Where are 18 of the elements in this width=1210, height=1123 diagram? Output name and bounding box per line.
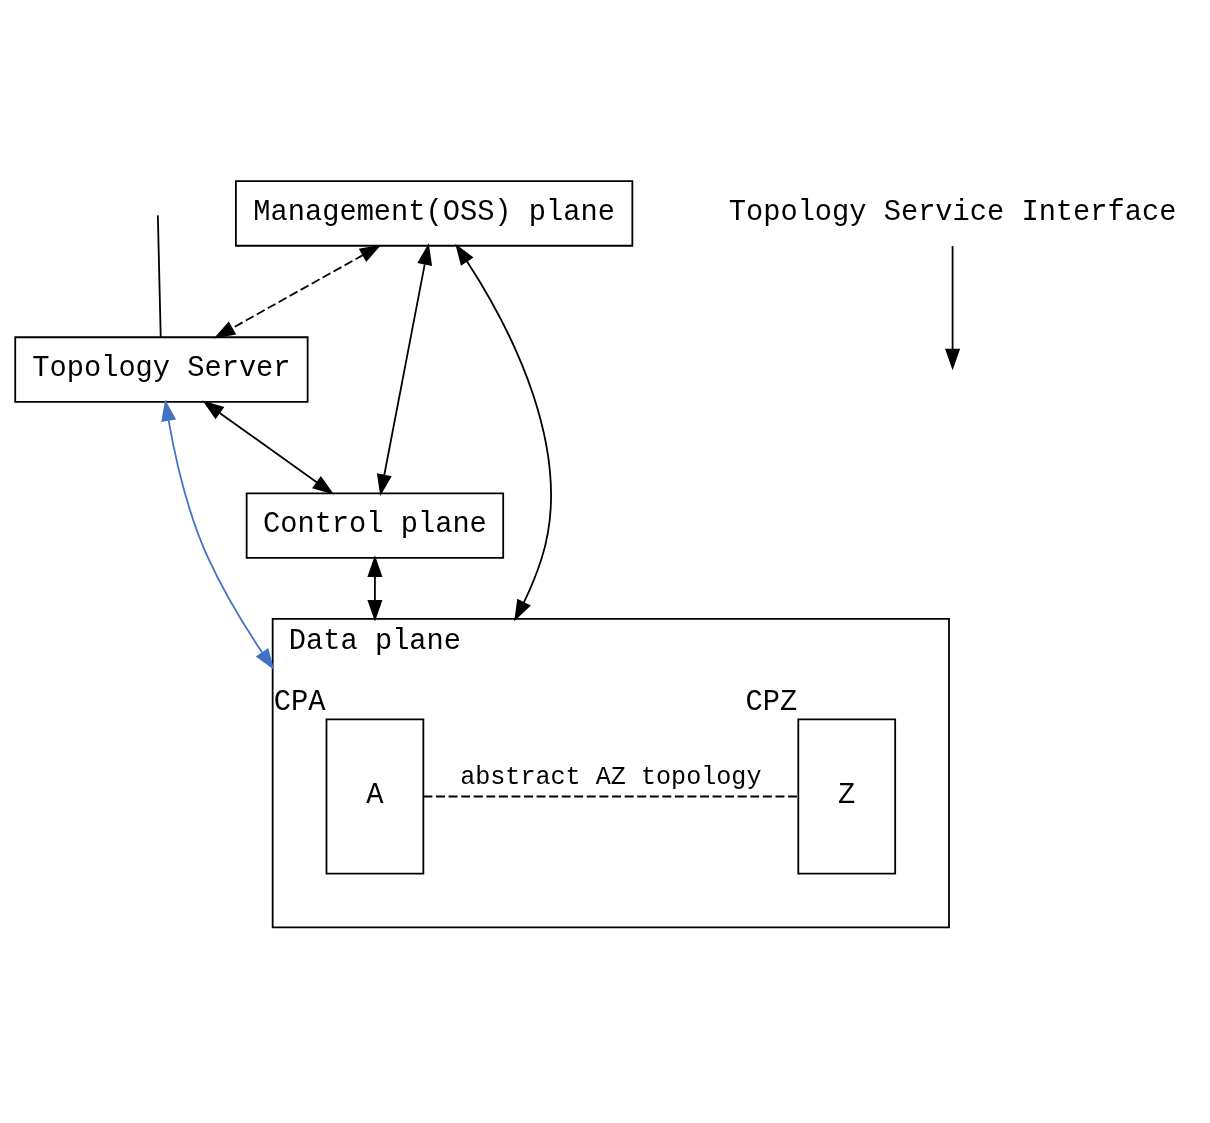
arrow [376, 243, 433, 496]
arrow [213, 244, 382, 339]
node-box: Control plane [245, 492, 505, 559]
node-text: Topology Service Interface [728, 196, 1177, 230]
edge-label: abstract AZ topology [460, 763, 762, 793]
connector [156, 214, 162, 338]
arrow [161, 399, 275, 670]
node-box: A [325, 718, 425, 875]
node-box: Topology Server [14, 336, 309, 403]
node-box: Management(OSS) plane [235, 180, 634, 247]
arrow [367, 555, 383, 622]
node-label: CPA [273, 686, 326, 720]
arrow [945, 245, 961, 371]
arrow [202, 400, 334, 495]
node-box: Z [797, 718, 897, 875]
connector [422, 795, 800, 798]
arrow [455, 243, 552, 622]
node-label: CPZ [745, 686, 798, 720]
